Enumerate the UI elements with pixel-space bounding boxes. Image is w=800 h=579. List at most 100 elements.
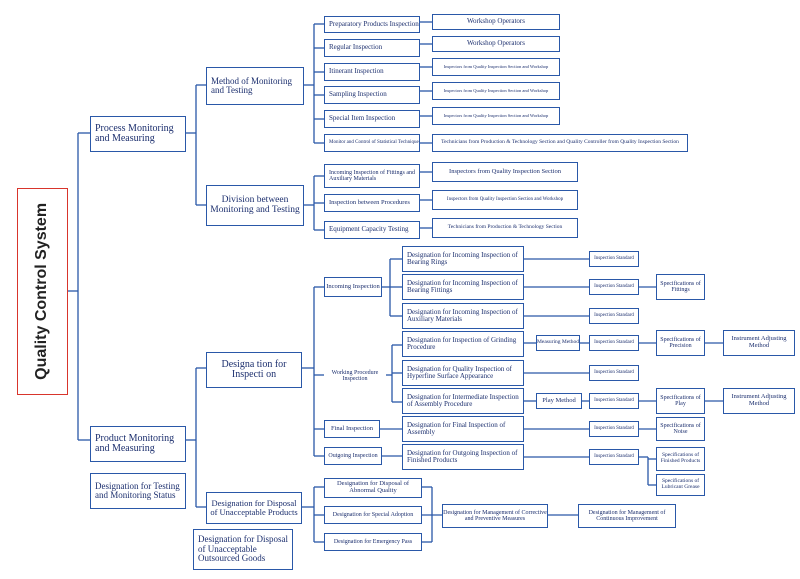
inspectors-qis-workshop-label-4: Inspectors from Quality Inspection Secti… bbox=[446, 197, 564, 203]
corrective-preventive-node: Designation for Management of Corrective… bbox=[442, 504, 548, 528]
des-bearing-fittings-label: Designation for Incoming Inspection of B… bbox=[407, 278, 518, 294]
statistical-technique-node: Monitor and Control of Statistical Techn… bbox=[324, 134, 420, 152]
regular-inspection-label: Regular Inspection bbox=[329, 43, 383, 52]
sampling-inspection-label: Sampling Inspection bbox=[329, 90, 387, 99]
des-hyperfine-label: Designation for Quality Inspection of Hy… bbox=[407, 364, 512, 380]
inspection-standard-label-6: Inspection Standard bbox=[594, 398, 634, 404]
technicians-prod-tech-qc-node: Technicians from Production & Technology… bbox=[432, 134, 688, 152]
instrument-adjusting-node-1: Instrument Adjusting Method bbox=[723, 330, 795, 356]
designation-inspection-node: Designa tion for Inspecti on bbox=[206, 352, 302, 388]
des-bearing-rings-node: Designation for Incoming Inspection of B… bbox=[402, 246, 524, 272]
continuous-improvement-node: Designation for Management of Continuous… bbox=[578, 504, 676, 528]
des-intermediate-node: Designation for Intermediate Inspection … bbox=[402, 388, 524, 414]
spec-play-label: Specifications of Play bbox=[660, 394, 701, 407]
spec-grease-node: Specifications of Lubricant Grease bbox=[656, 474, 705, 496]
inspection-standard-node-6: Inspection Standard bbox=[589, 393, 639, 409]
equipment-capacity-testing-label: Equipment Capacity Testing bbox=[329, 225, 409, 234]
spec-fittings-label: Specifications of Fittings bbox=[660, 280, 701, 293]
inspectors-qis-workshop-node-1: Inspectors from Quality Inspection Secti… bbox=[432, 58, 560, 76]
instrument-adjusting-node-2: Instrument Adjusting Method bbox=[723, 388, 795, 414]
incoming-fittings-node: Incoming Inspection of Fittings and Auxi… bbox=[324, 164, 420, 188]
inspection-standard-label-4: Inspection Standard bbox=[594, 340, 634, 346]
special-adoption-label: Designation for Special Adoption bbox=[332, 511, 414, 518]
designation-testing-status-label: Designation for Testing and Monitoring S… bbox=[95, 480, 180, 500]
inspectors-qis-workshop-label-3: Inspectors from Quality Inspection Secti… bbox=[443, 112, 549, 118]
corrective-preventive-label: Designation for Management of Corrective… bbox=[443, 509, 547, 522]
inspectors-qis-workshop-node-3: Inspectors from Quality Inspection Secti… bbox=[432, 107, 560, 125]
spec-noise-node: Specifications of Noise bbox=[656, 417, 705, 441]
measuring-method-label: Measuring Method bbox=[537, 339, 580, 346]
designation-outsourced-node: Designation for Disposal of Unacceptable… bbox=[193, 529, 293, 570]
des-final-assembly-node: Designation for Final Inspection of Asse… bbox=[402, 416, 524, 442]
play-method-label: Play Method bbox=[542, 396, 576, 404]
designation-disposal-node: Designation for Disposal of Unacceptable… bbox=[206, 492, 302, 524]
des-final-assembly-label: Designation for Final Inspection of Asse… bbox=[407, 420, 506, 436]
final-inspection-node: Final Inspection bbox=[324, 420, 380, 438]
des-grinding-label: Designation for Inspection of Grinding P… bbox=[407, 335, 517, 351]
des-auxiliary-materials-node: Designation for Incoming Inspection of A… bbox=[402, 303, 524, 329]
regular-inspection-node: Regular Inspection bbox=[324, 39, 420, 57]
designation-testing-status-node: Designation for Testing and Monitoring S… bbox=[90, 473, 186, 509]
division-monitoring-label: Division between Monitoring and Testing bbox=[210, 194, 300, 215]
inspectors-qis-workshop-node-2: Inspectors from Quality Inspection Secti… bbox=[432, 82, 560, 100]
product-monitoring-label: Product Monitoring and Measuring bbox=[95, 432, 175, 454]
working-procedure-inspection-label: Working Procedure Inspection bbox=[331, 369, 379, 382]
working-procedure-inspection-node: Working Procedure Inspection bbox=[324, 364, 386, 388]
technicians-prod-tech-label: Technicians from Production & Technology… bbox=[447, 224, 563, 231]
inspection-standard-label-7: Inspection Standard bbox=[594, 426, 634, 432]
measuring-method-node: Measuring Method bbox=[536, 335, 580, 351]
workshop-operators-label-1: Workshop Operators bbox=[467, 17, 525, 26]
process-monitoring-label: Process Monitoring and Measuring bbox=[95, 122, 174, 144]
inspection-standard-node-1: Inspection Standard bbox=[589, 251, 639, 267]
inspection-standard-node-8: Inspection Standard bbox=[589, 449, 639, 465]
des-bearing-rings-label: Designation for Incoming Inspection of B… bbox=[407, 250, 518, 266]
technicians-prod-tech-qc-label: Technicians from Production & Technology… bbox=[441, 139, 679, 146]
process-monitoring-node: Process Monitoring and Measuring bbox=[90, 116, 186, 152]
disposal-abnormal-node: Designation for Disposal of Abnormal Qua… bbox=[324, 478, 422, 498]
inspection-standard-node-4: Inspection Standard bbox=[589, 335, 639, 351]
des-outgoing-finished-label: Designation for Outgoing Inspection of F… bbox=[407, 448, 518, 464]
workshop-operators-node-1: Workshop Operators bbox=[432, 14, 560, 30]
incoming-fittings-label: Incoming Inspection of Fittings and Auxi… bbox=[329, 169, 415, 182]
emergency-pass-node: Designation for Emergency Pass bbox=[324, 533, 422, 551]
disposal-abnormal-label: Designation for Disposal of Abnormal Qua… bbox=[336, 480, 410, 494]
des-auxiliary-materials-label: Designation for Incoming Inspection of A… bbox=[407, 307, 518, 323]
workshop-operators-label-2: Workshop Operators bbox=[467, 39, 525, 48]
special-item-inspection-label: Special Item Inspection bbox=[329, 114, 396, 123]
inspection-standard-label-8: Inspection Standard bbox=[594, 454, 634, 460]
method-monitoring-label: Method of Monitoring and Testing bbox=[211, 75, 292, 95]
inspectors-qis-workshop-node-4: Inspectors from Quality Inspection Secti… bbox=[432, 190, 578, 210]
inspection-standard-label-1: Inspection Standard bbox=[594, 256, 634, 262]
special-adoption-node: Designation for Special Adoption bbox=[324, 506, 422, 524]
incoming-inspection-node: Incoming Inspection bbox=[324, 277, 382, 297]
product-monitoring-node: Product Monitoring and Measuring bbox=[90, 426, 186, 462]
itinerant-inspection-node: Itinerant Inspection bbox=[324, 63, 420, 81]
equipment-capacity-testing-node: Equipment Capacity Testing bbox=[324, 221, 420, 239]
continuous-improvement-label: Designation for Management of Continuous… bbox=[588, 509, 666, 522]
des-bearing-fittings-node: Designation for Incoming Inspection of B… bbox=[402, 274, 524, 300]
spec-grease-label: Specifications of Lubricant Grease bbox=[661, 478, 700, 490]
spec-fittings-node: Specifications of Fittings bbox=[656, 274, 705, 300]
outgoing-inspection-node: Outgoing Inspection bbox=[324, 447, 382, 465]
inspectors-qis-workshop-label-2: Inspectors from Quality Inspection Secti… bbox=[443, 87, 549, 93]
final-inspection-label: Final Inspection bbox=[330, 424, 374, 432]
inspectors-qis-label: Inspectors from Quality Inspection Secti… bbox=[449, 167, 561, 175]
root-label: Quality Control System bbox=[33, 203, 51, 380]
des-grinding-node: Designation for Inspection of Grinding P… bbox=[402, 331, 524, 357]
inspection-between-procedures-node: Inspection between Procedures bbox=[324, 194, 420, 212]
play-method-node: Play Method bbox=[536, 393, 582, 409]
inspection-standard-label-3: Inspection Standard bbox=[594, 313, 634, 319]
emergency-pass-label: Designation for Emergency Pass bbox=[333, 538, 413, 545]
inspectors-qis-node: Inspectors from Quality Inspection Secti… bbox=[432, 162, 578, 182]
inspection-standard-node-7: Inspection Standard bbox=[589, 421, 639, 437]
spec-play-node: Specifications of Play bbox=[656, 388, 705, 414]
inspection-standard-node-2: Inspection Standard bbox=[589, 279, 639, 295]
designation-disposal-label: Designation for Disposal of Unacceptable… bbox=[210, 498, 298, 517]
spec-finished-label: Specifications of Finished Products bbox=[660, 452, 701, 464]
special-item-inspection-node: Special Item Inspection bbox=[324, 110, 420, 128]
outgoing-inspection-label: Outgoing Inspection bbox=[328, 452, 378, 459]
statistical-technique-label: Monitor and Control of Statistical Techn… bbox=[329, 140, 419, 146]
technicians-prod-tech-node: Technicians from Production & Technology… bbox=[432, 218, 578, 238]
inspection-standard-label-2: Inspection Standard bbox=[594, 284, 634, 290]
